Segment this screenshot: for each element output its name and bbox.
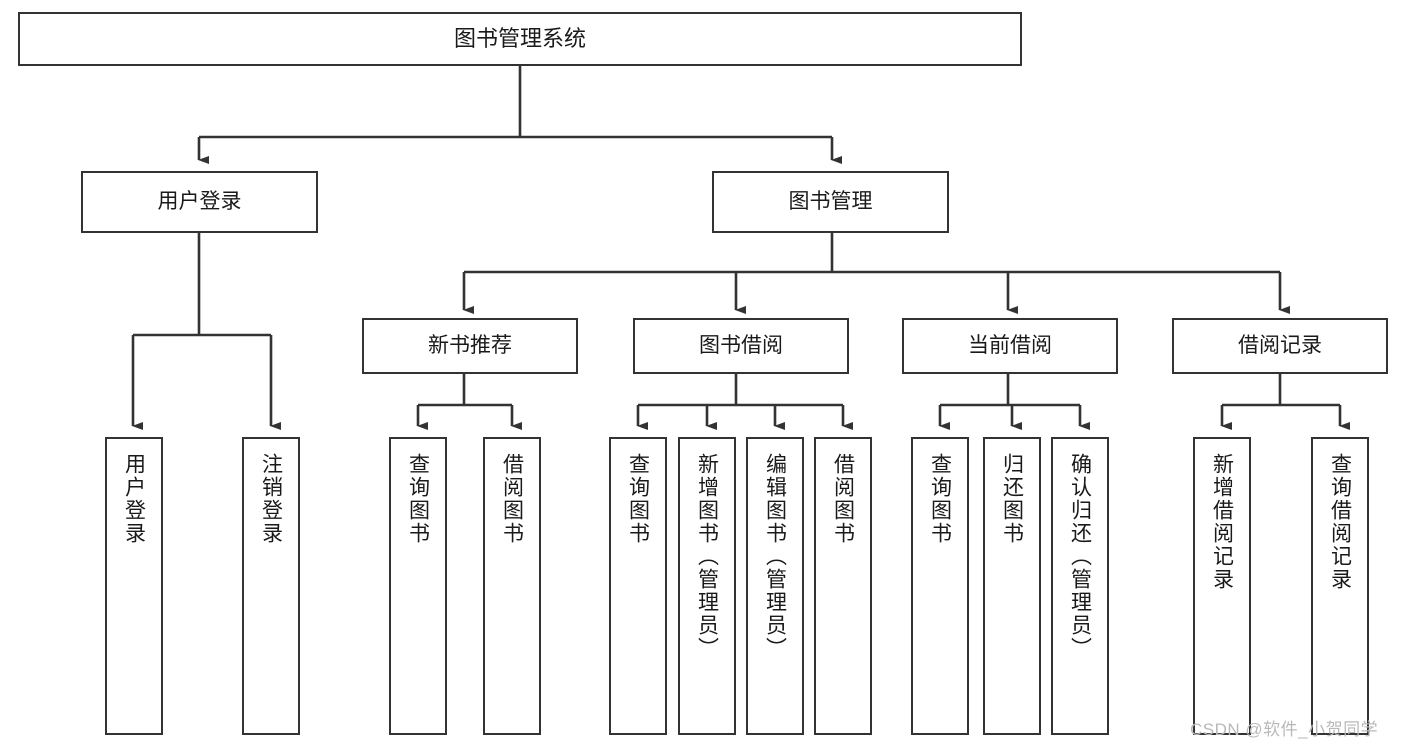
node-leaf-add-borrow-record[interactable]: 新增借阅记录 [1193,437,1251,735]
csdn-watermark: CSDN @软件_小贺同学 [1190,720,1379,739]
node-leaf-query-book-recommend-label: 查询图书 [406,453,430,545]
node-leaf-confirm-return-admin-label: 确认归还（管理员） [1068,453,1092,660]
node-leaf-add-book-admin[interactable]: 新增图书（管理员） [678,437,736,735]
node-leaf-query-book-borrow[interactable]: 查询图书 [609,437,667,735]
node-leaf-return-book-label: 归还图书 [1000,453,1024,545]
node-leaf-query-borrow-record-label: 查询借阅记录 [1328,453,1352,591]
node-book-manage-label: 图书管理 [788,189,873,213]
node-leaf-return-book[interactable]: 归还图书 [983,437,1041,735]
node-leaf-query-borrow-record[interactable]: 查询借阅记录 [1311,437,1369,735]
node-leaf-borrow-book-label: 借阅图书 [831,453,855,545]
node-root-library-system[interactable]: 图书管理系统 [18,12,1022,66]
node-leaf-borrow-book-recommend-label: 借阅图书 [500,453,524,545]
node-leaf-query-book-recommend[interactable]: 查询图书 [389,437,447,735]
node-book-borrow-label: 图书借阅 [699,333,783,357]
node-leaf-user-login-label: 用户登录 [122,453,146,545]
node-book-borrow[interactable]: 图书借阅 [633,318,849,374]
node-leaf-user-login[interactable]: 用户登录 [105,437,163,735]
node-leaf-add-borrow-record-label: 新增借阅记录 [1210,453,1234,591]
node-book-manage[interactable]: 图书管理 [712,171,949,233]
node-new-book-recommend[interactable]: 新书推荐 [362,318,578,374]
node-leaf-borrow-book[interactable]: 借阅图书 [814,437,872,735]
node-leaf-borrow-book-recommend[interactable]: 借阅图书 [483,437,541,735]
node-leaf-add-book-admin-label: 新增图书（管理员） [695,453,719,660]
node-user-login-label: 用户登录 [157,189,242,213]
node-leaf-edit-book-admin-label: 编辑图书（管理员） [763,453,787,660]
node-borrow-record[interactable]: 借阅记录 [1172,318,1388,374]
node-leaf-edit-book-admin[interactable]: 编辑图书（管理员） [746,437,804,735]
node-current-borrow-label: 当前借阅 [968,333,1052,357]
node-root-label: 图书管理系统 [453,26,586,52]
node-current-borrow[interactable]: 当前借阅 [902,318,1118,374]
node-leaf-query-book-current[interactable]: 查询图书 [911,437,969,735]
node-borrow-record-label: 借阅记录 [1238,333,1322,357]
node-leaf-query-book-current-label: 查询图书 [928,453,952,545]
node-leaf-logout[interactable]: 注销登录 [242,437,300,735]
node-new-book-recommend-label: 新书推荐 [428,333,512,357]
node-user-login[interactable]: 用户登录 [81,171,318,233]
node-leaf-query-book-borrow-label: 查询图书 [626,453,650,545]
node-leaf-logout-label: 注销登录 [259,453,283,545]
node-leaf-confirm-return-admin[interactable]: 确认归还（管理员） [1051,437,1109,735]
